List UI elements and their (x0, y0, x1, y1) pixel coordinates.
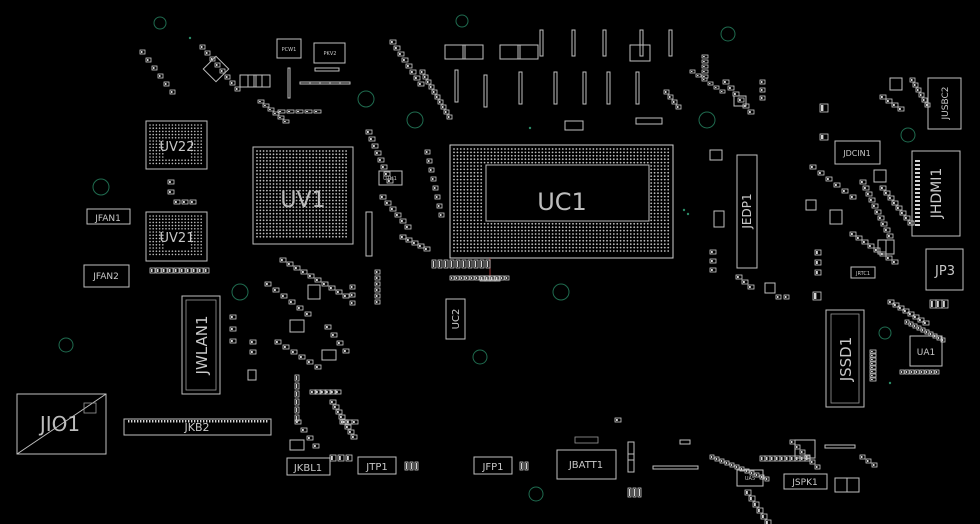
jhdmi1-label: JHDMI1 (929, 168, 945, 220)
jusbc2-label: JUSBC2 (941, 87, 951, 121)
jssd1-label: JSSD1 (837, 337, 855, 383)
jfan2-connector: JFAN2 (83, 264, 130, 288)
uc2-label: UC2 (451, 309, 462, 330)
jssd1-connector: JSSD1 (825, 309, 865, 408)
jtp1-connector: JTP1 (357, 456, 397, 475)
jp3-label: JP3 (934, 264, 955, 279)
jusbc2-connector: JUSBC2 (927, 77, 962, 130)
jbatt1-connector: JBATT1 (556, 436, 617, 480)
ua5-label: UA5 (745, 476, 755, 482)
jspk1-connector: JSPK1 (783, 473, 828, 490)
pcw1-label: PCW1 (282, 47, 297, 53)
pkv2-part: PKV2 (313, 42, 346, 64)
uc1-label: UC1 (537, 188, 587, 216)
jedp1-connector: JEDP1 (736, 154, 758, 269)
jkb2-connector: JKB2 (123, 418, 272, 436)
jrtc1-label: JRTC1 (855, 271, 870, 277)
jbatt1-label: JBATT1 (568, 460, 603, 471)
jfan1-connector: JFAN1 (86, 208, 131, 225)
jdcin1-label: JDCIN1 (842, 149, 871, 158)
jedp1-label: JEDP1 (740, 193, 754, 229)
jwlan1-label: JWLAN1 (193, 316, 211, 376)
jwlan1-connector: JWLAN1 (181, 295, 221, 395)
uv22-label: UV22 (160, 140, 195, 155)
passive-components (139, 29, 949, 524)
mounting-holes (58, 14, 916, 502)
uc2-chip: UC2 (445, 258, 491, 340)
jspk1-label: JSPK1 (791, 478, 817, 488)
jtp1-label: JTP1 (365, 462, 387, 473)
jdcin1-connector: JDCIN1 (834, 140, 881, 165)
uv22-memory-chip: UV22 (145, 120, 208, 170)
jfp1-label: JFP1 (481, 462, 503, 473)
jhdmi1-connector: JHDMI1 (911, 150, 961, 237)
jfan1-label: JFAN1 (94, 214, 121, 224)
jio1-label: JIO1 (38, 412, 80, 436)
ua1-label: UA1 (917, 348, 935, 358)
ua1-chip: UA1 (909, 335, 943, 367)
uv21-label: UV21 (160, 231, 195, 246)
jkb2-label: JKB2 (183, 421, 209, 434)
jp3-connector: JP3 (925, 248, 964, 291)
jfan2-label: JFAN2 (92, 272, 119, 282)
jfp1-connector: JFP1 (473, 456, 513, 475)
jrtc1-part: JRTC1 (850, 266, 876, 279)
uv21-memory-chip: UV21 (145, 211, 208, 262)
ua5-part: UA5 (736, 469, 764, 487)
uv1-label: UV1 (280, 188, 325, 213)
jio1-connector: JIO1 (16, 393, 107, 455)
jkbl1-label: JKBL1 (293, 463, 322, 474)
uc1-cpu-package: UC1 (449, 144, 674, 259)
pcw1-part: PCW1 (276, 38, 302, 59)
pkv2-label: PKV2 (324, 51, 337, 57)
uv1-gpu-package: UV1 (252, 146, 354, 245)
jkbl1-connector: JKBL1 (286, 457, 331, 476)
